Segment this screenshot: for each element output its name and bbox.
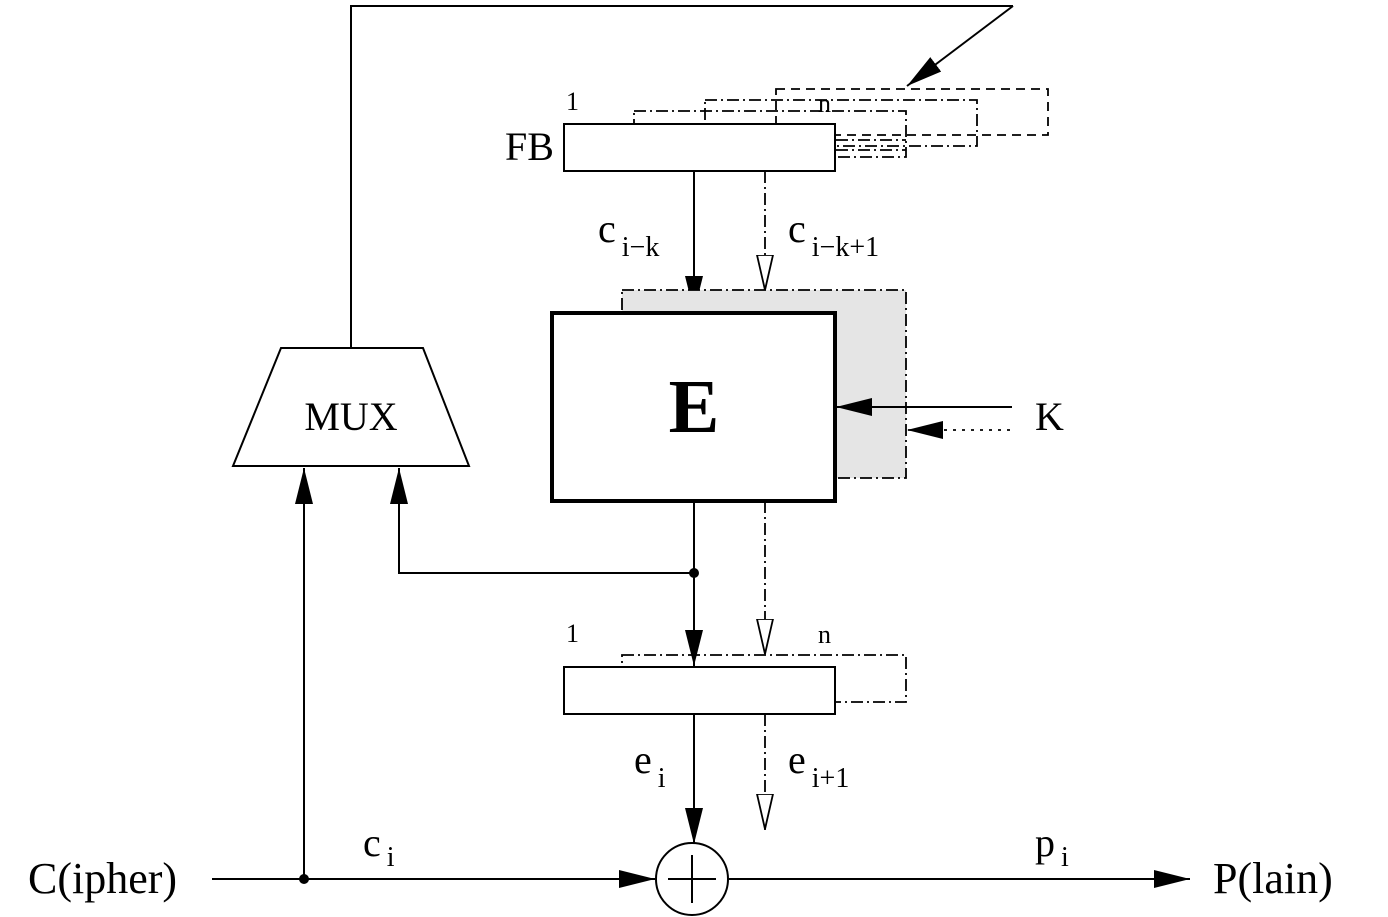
out-index-last: n xyxy=(818,620,831,649)
e-block-label: E xyxy=(669,365,720,449)
out-index-first: 1 xyxy=(566,619,579,648)
feedback-line xyxy=(350,5,1013,348)
fb-label: FB xyxy=(505,124,554,169)
register-ghost-1 xyxy=(633,110,907,158)
xor-operator xyxy=(655,842,729,916)
e-block xyxy=(550,311,837,503)
output-register xyxy=(563,666,836,715)
register-ghost-3 xyxy=(775,88,1049,136)
feedback-register xyxy=(563,123,836,172)
e-output-junction xyxy=(689,568,699,578)
feedback-register-stack xyxy=(633,88,1049,158)
key-label: K xyxy=(1035,394,1064,439)
cipher-junction xyxy=(299,874,309,884)
mux-label: MUX xyxy=(304,394,397,439)
e-to-mux-line xyxy=(390,468,694,574)
feedback-arrow xyxy=(906,5,1014,87)
cipher-input-label: C(ipher) xyxy=(28,854,177,903)
mux-block xyxy=(231,347,471,467)
plain-output-label: P(lain) xyxy=(1213,854,1333,903)
fb-index-last: n xyxy=(818,89,831,118)
register-ghost-2 xyxy=(704,99,978,147)
fb-index-first: 1 xyxy=(566,87,579,116)
